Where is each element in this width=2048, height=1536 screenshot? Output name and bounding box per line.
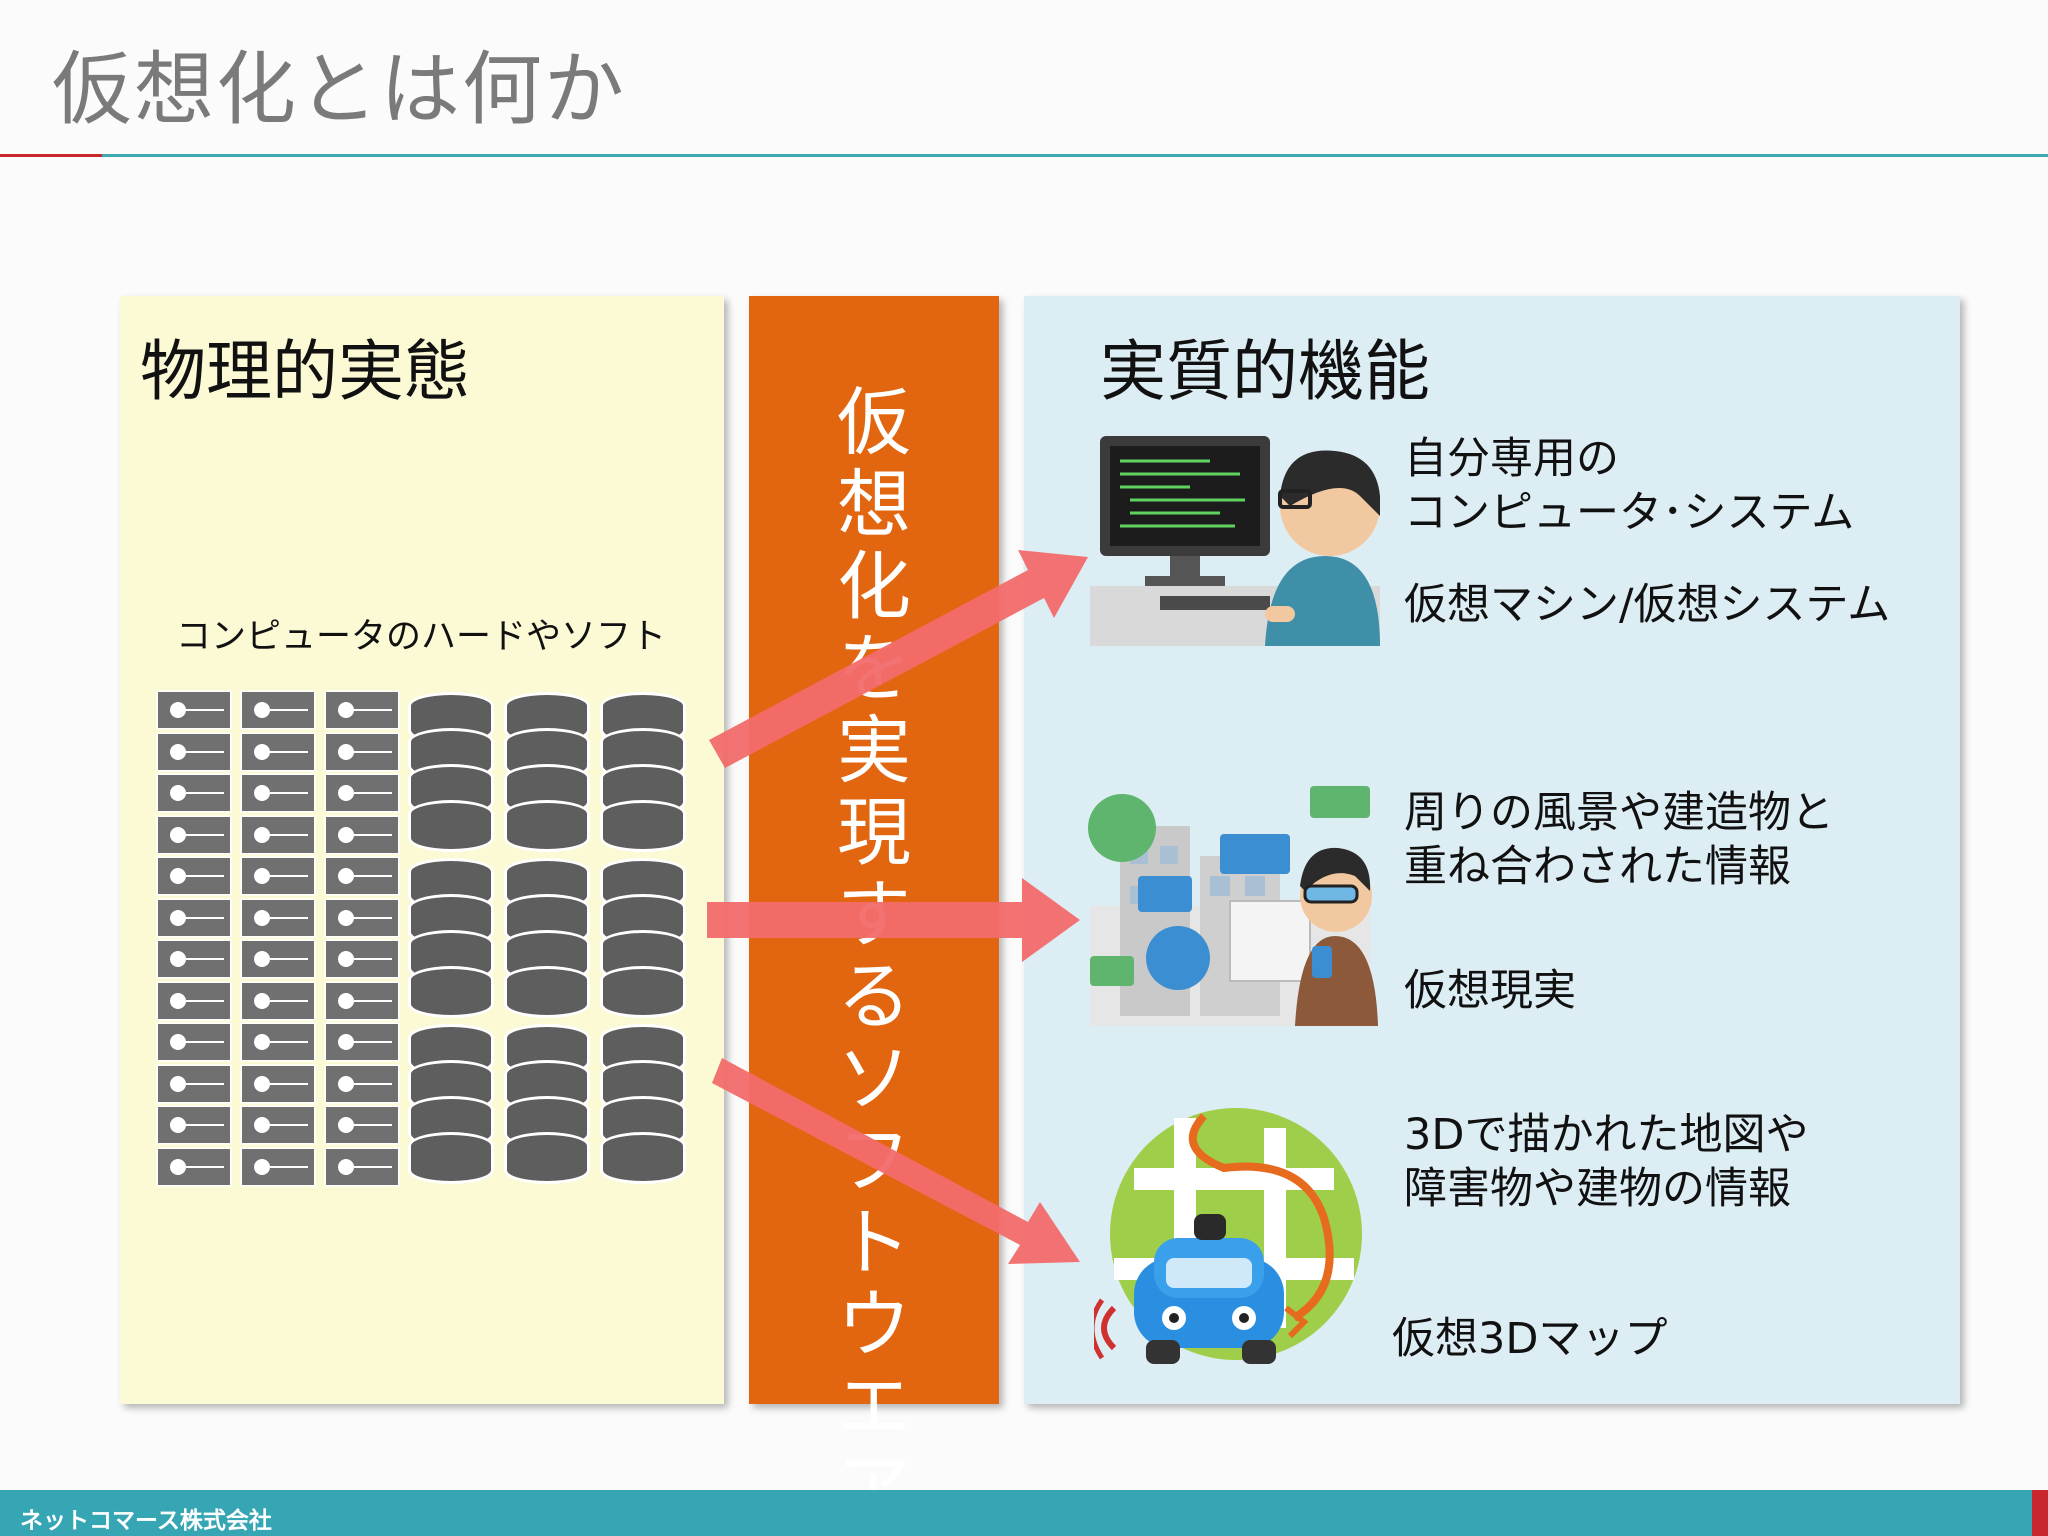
- server-unit-icon: [242, 1107, 314, 1143]
- arrow-to-virtual-3d-map: [712, 1058, 1080, 1264]
- server-unit-icon: [242, 775, 314, 811]
- server-unit-icon: [326, 941, 398, 977]
- server-unit-icon: [242, 733, 314, 770]
- server-unit-icon: [158, 733, 230, 770]
- server-unit-icon: [158, 982, 230, 1019]
- server-unit-icon: [242, 982, 314, 1019]
- server-unit-icon: [158, 775, 230, 811]
- server-unit-icon: [326, 858, 398, 894]
- server-unit-icon: [326, 982, 398, 1019]
- arrow-to-virtual-reality: [707, 878, 1080, 962]
- server-unit-icon: [242, 1065, 314, 1102]
- item-description: 3Dで描かれた地図や 障害物や建物の情報: [1404, 1110, 1809, 1214]
- physical-panel: 物理的実態 コンピュータのハードやソフト: [120, 296, 724, 1404]
- item-name: 仮想マシン/仮想システム: [1404, 580, 1891, 630]
- server-unit-icon: [242, 1024, 314, 1060]
- server-unit-icon: [326, 899, 398, 936]
- server-unit-icon: [326, 692, 398, 728]
- item-description: 自分専用の コンピュータ･システム: [1404, 434, 1855, 538]
- title-divider: [0, 154, 2048, 157]
- title-divider-accent: [0, 154, 102, 157]
- virtualization-software-label: 仮 想 化 を 実 現 す る ソ フ ト ウ エ ア: [837, 380, 911, 1532]
- server-unit-icon: [242, 899, 314, 936]
- server-unit-icon: [326, 1148, 398, 1185]
- server-unit-icon: [242, 816, 314, 853]
- server-unit-icon: [158, 1107, 230, 1143]
- server-unit-icon: [326, 1024, 398, 1060]
- server-unit-icon: [158, 1065, 230, 1102]
- arrow-to-virtual-machine: [709, 550, 1088, 768]
- server-unit-icon: [242, 692, 314, 728]
- slide-title: 仮想化とは何か: [52, 43, 626, 136]
- server-unit-icon: [158, 899, 230, 936]
- server-unit-icon: [158, 941, 230, 977]
- server-unit-icon: [158, 816, 230, 853]
- server-unit-icon: [242, 1148, 314, 1185]
- company-name: ネットコマース株式会社: [20, 1508, 272, 1534]
- augmented-reality-icon: [1088, 786, 1378, 1026]
- server-unit-icon: [326, 1065, 398, 1102]
- server-unit-icon: [326, 816, 398, 853]
- server-unit-icon: [158, 692, 230, 728]
- item-description: 周りの風景や建造物と 重ね合わされた情報: [1404, 788, 1834, 892]
- footer-accent: [2032, 1490, 2048, 1536]
- server-unit-icon: [158, 858, 230, 894]
- server-unit-icon: [158, 1148, 230, 1185]
- person-at-computer-icon: [1090, 436, 1380, 646]
- hardware-caption: コンピュータのハードやソフト: [176, 617, 667, 657]
- software-panel: 仮 想 化 を 実 現 す る ソ フ ト ウ エ ア: [749, 296, 999, 1530]
- server-unit-icon: [158, 1024, 230, 1060]
- server-unit-icon: [326, 775, 398, 811]
- server-unit-icon: [242, 858, 314, 894]
- footer-bar: [0, 1490, 2048, 1536]
- server-unit-icon: [326, 733, 398, 770]
- server-unit-icon: [326, 1107, 398, 1143]
- item-name: 仮想3Dマップ: [1392, 1314, 1668, 1364]
- virtual-panel: 実質的機能 自分専用の コンピュータ･システム 仮想マシン/仮想システム: [1024, 296, 1960, 1404]
- item-name: 仮想現実: [1404, 966, 1576, 1016]
- server-unit-icon: [242, 941, 314, 977]
- self-driving-car-map-icon: [1094, 1108, 1362, 1364]
- physical-heading: 物理的実態: [140, 333, 470, 410]
- virtual-heading: 実質的機能: [1100, 333, 1430, 410]
